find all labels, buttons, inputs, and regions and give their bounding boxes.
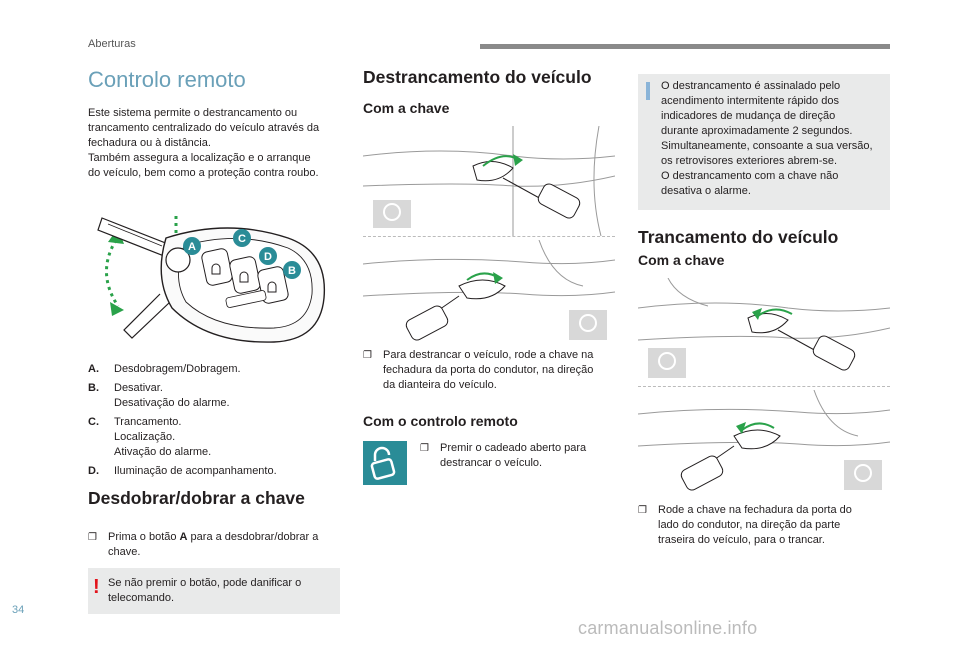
checkbox-bullet-icon: ❐ <box>638 505 647 516</box>
unlock-remote-instruction: ❐ Premir o cadeado aberto para destranca… <box>420 442 587 469</box>
section-header: Aberturas <box>88 38 136 50</box>
lock-heading: Trancamento do veículo <box>638 227 839 247</box>
label-c: C <box>238 233 246 245</box>
label-d: D <box>264 251 272 263</box>
checkbox-bullet-icon: ❐ <box>420 443 429 454</box>
figure-divider <box>638 386 890 389</box>
lock-with-key-subheading: Com a chave <box>638 252 725 268</box>
unlock-padlock-icon <box>363 441 407 485</box>
legend-list: A. Desdobragem/Dobragem. B. Desativar.De… <box>88 362 348 479</box>
key-illustration: A C D B <box>88 198 340 356</box>
legend-item-c: C. Trancamento.Localização.Ativação do a… <box>88 416 212 458</box>
page-number: 34 <box>12 604 25 616</box>
watermark: carmanualsonline.info <box>578 618 758 638</box>
label-a: A <box>188 241 196 253</box>
page-title: Controlo remoto <box>88 67 246 92</box>
checkbox-bullet-icon: ❐ <box>88 532 97 543</box>
lock-door-front-illustration <box>637 277 891 386</box>
lock-key-instruction: ❐ Rode a chave na fechadura da porta do … <box>638 504 852 546</box>
warning-icon: ! <box>93 576 100 598</box>
legend-item-b: B. Desativar.Desativação do alarme. <box>88 382 230 409</box>
unlock-with-key-subheading: Com a chave <box>363 100 450 116</box>
info-note: O destrancamento é assinalado pelo acend… <box>638 74 890 210</box>
unlock-key-instruction: ❐ Para destrancar o veículo, rode a chav… <box>363 349 594 391</box>
intro-paragraph: Este sistema permite o destrancamento ou… <box>88 107 320 179</box>
fold-instruction: ❐ Prima o botão A para a desdobrar/dobra… <box>88 531 319 558</box>
unlock-heading: Destrancamento do veículo <box>363 67 592 87</box>
door-front-illustration <box>362 125 616 237</box>
figure-divider <box>363 236 615 239</box>
unlock-remote-subheading: Com o controlo remoto <box>363 413 518 429</box>
legend-item-d: D. Iluminação de acompanhamento. <box>88 465 277 477</box>
fold-heading: Desdobrar/dobrar a chave <box>88 488 305 508</box>
checkbox-bullet-icon: ❐ <box>363 350 372 361</box>
door-rear-illustration <box>362 239 616 346</box>
legend-item-a: A. Desdobragem/Dobragem. <box>88 363 241 375</box>
lock-door-rear-illustration <box>637 389 891 496</box>
label-b: B <box>288 265 296 277</box>
header-rule <box>480 44 890 49</box>
info-icon <box>646 82 650 100</box>
warning-note: ! Se não premir o botão, pode danificar … <box>88 568 340 614</box>
